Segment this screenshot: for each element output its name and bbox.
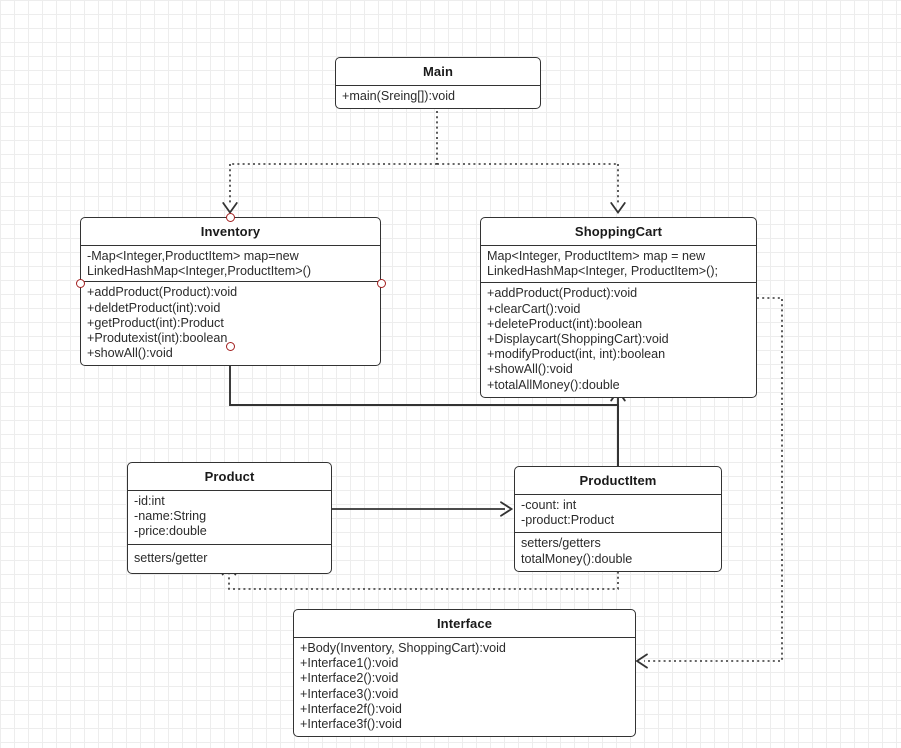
member-line: +Interface1():void xyxy=(300,656,399,671)
member-line: +totalAllMoney():double xyxy=(487,377,620,392)
member-line: -count: int xyxy=(521,498,577,512)
member-line: +Interface3f():void xyxy=(300,717,402,732)
member-line: +deldetProduct(int):void xyxy=(87,300,221,315)
member-line: totalMoney():double xyxy=(521,551,633,566)
member-line: +modifyProduct(int, int):boolean xyxy=(487,347,666,362)
edge-product-to-productitem xyxy=(332,501,514,517)
class-section-productitem-methods: setters/getters totalMoney():double xyxy=(515,532,721,570)
class-section-inventory-methods: +addProduct(Product):void +deldetProduct… xyxy=(81,281,380,365)
class-box-interface[interactable]: Interface +Body(Inventory, ShoppingCart)… xyxy=(293,609,636,738)
member-line: +Interface2():void xyxy=(300,671,399,686)
class-box-main[interactable]: Main +main(Sreing[]):void xyxy=(335,57,541,110)
connection-point-inventory-left[interactable] xyxy=(75,279,85,288)
class-section-product-methods: setters/getter xyxy=(128,543,331,573)
class-title-productitem: ProductItem xyxy=(579,473,657,488)
class-section-inventory-attributes: -Map<Integer,ProductItem> map=new Linked… xyxy=(81,245,380,281)
member-line: +main(Sreing[]):void xyxy=(342,89,456,103)
class-title-product: Product xyxy=(204,469,255,484)
member-line: +addProduct(Product):void xyxy=(487,286,638,301)
member-line: setters/getters xyxy=(521,536,601,551)
member-line: +addProduct(Product):void xyxy=(87,285,238,300)
class-box-shoppingcart[interactable]: ShoppingCart Map<Integer, ProductItem> m… xyxy=(480,217,757,398)
class-section-product-attributes: -id:int -name:String -price:double xyxy=(128,490,331,544)
class-section-shoppingcart-attributes: Map<Integer, ProductItem> map = new Link… xyxy=(481,245,756,282)
class-title-shoppingcart: ShoppingCart xyxy=(574,224,663,239)
member-line: +clearCart():void xyxy=(487,301,581,316)
member-line: +showAll():void xyxy=(487,362,573,377)
edge-productitem-to-shoppingcart xyxy=(610,388,626,466)
class-section-productitem-attributes: -count: int -product:Product xyxy=(515,494,721,532)
connection-point-inventory-right[interactable] xyxy=(376,279,386,288)
member-line: +getProduct(int):Product xyxy=(87,315,224,330)
member-line: -price:double xyxy=(134,524,207,539)
member-line: +Interface3():void xyxy=(300,686,399,701)
edge-main-to-shoppingcart xyxy=(437,163,626,215)
class-title-interface: Interface xyxy=(436,616,493,631)
member-line: +deleteProduct(int):boolean xyxy=(487,316,643,331)
member-line: -name:String xyxy=(134,509,207,524)
class-title-inventory: Inventory xyxy=(200,224,261,239)
member-line: +Displaycart(ShoppingCart):void xyxy=(487,332,669,347)
class-section-shoppingcart-methods: +addProduct(Product):void +clearCart():v… xyxy=(481,282,756,396)
member-line: +Body(Inventory, ShoppingCart):void xyxy=(300,641,506,655)
class-section-main-methods: +main(Sreing[]):void xyxy=(336,85,540,108)
member-line: -Map<Integer,ProductItem> map=new Linked… xyxy=(87,249,312,279)
class-title-main: Main xyxy=(422,64,453,79)
connection-point-inventory-bottom[interactable] xyxy=(226,341,235,351)
member-line: -id:int xyxy=(134,494,165,508)
connection-point-inventory-top[interactable] xyxy=(226,212,235,222)
member-line: Map<Integer, ProductItem> map = new Link… xyxy=(487,249,719,279)
member-line: +Produtexist(int):boolean xyxy=(87,331,228,346)
class-box-productitem[interactable]: ProductItem -count: int -product:Product… xyxy=(514,466,722,572)
class-box-product[interactable]: Product -id:int -name:String -price:doub… xyxy=(127,462,332,574)
member-line: setters/getter xyxy=(134,550,208,565)
edge-main-to-inventory xyxy=(222,111,438,215)
member-line: +showAll():void xyxy=(87,346,173,361)
class-section-interface-methods: +Body(Inventory, ShoppingCart):void +Int… xyxy=(294,637,635,736)
member-line: +Interface2f():void xyxy=(300,701,402,716)
member-line: -product:Product xyxy=(521,513,615,528)
